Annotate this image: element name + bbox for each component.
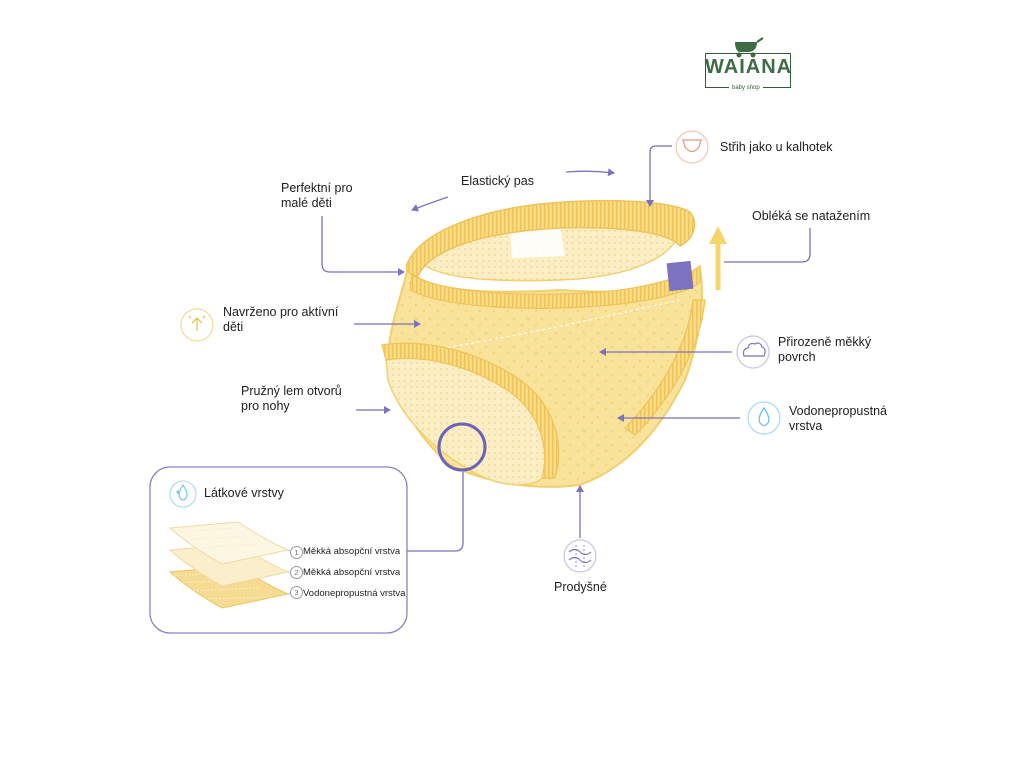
layers-inset: [149, 466, 408, 634]
label-pruzny: Pružný lem otvorů pro nohy: [241, 384, 342, 413]
label-prodysne: Prodyšné: [554, 580, 607, 594]
droplet-plus-icon: [169, 480, 197, 508]
sparkle-icon: [180, 308, 214, 342]
cloud-icon: [736, 335, 770, 369]
waiana-logo: WAIANA baby shop: [705, 37, 793, 92]
logo-subtitle: baby shop: [729, 85, 763, 91]
label-vodonepropustna: Vodonepropustná vrstva: [789, 404, 888, 433]
layer-number-3: 3: [290, 586, 303, 599]
layer-number-2: 2: [290, 566, 303, 579]
label-oblek: Obléká se natažením: [752, 209, 871, 223]
layer-label-1: Měkká absopční vrstva: [303, 546, 401, 557]
underwear-icon: [675, 130, 709, 164]
training-pants-illustration: [381, 199, 727, 488]
breathable-icon: [563, 539, 597, 573]
layer-label-2: Měkká absopční vrstva: [303, 567, 401, 578]
inset-title: Látkové vrstvy: [204, 486, 284, 500]
layer-label-3: Vodonepropustná vrstva: [303, 588, 406, 599]
label-strih: Střih jako u kalhotek: [720, 140, 833, 154]
layer-number-1: 1: [290, 546, 303, 559]
logo-wordmark: WAIANA: [705, 56, 793, 78]
label-perfektni: Perfektní pro malé děti: [281, 181, 353, 210]
droplet-icon: [747, 401, 781, 435]
label-elasticky-pas: Elastický pas: [461, 174, 534, 188]
leader-lines: [321, 145, 811, 552]
label-navrzeno: Navrženo pro aktívní děti: [223, 305, 339, 334]
label-prirozene: Přirozeně měkký povrch: [778, 335, 872, 364]
